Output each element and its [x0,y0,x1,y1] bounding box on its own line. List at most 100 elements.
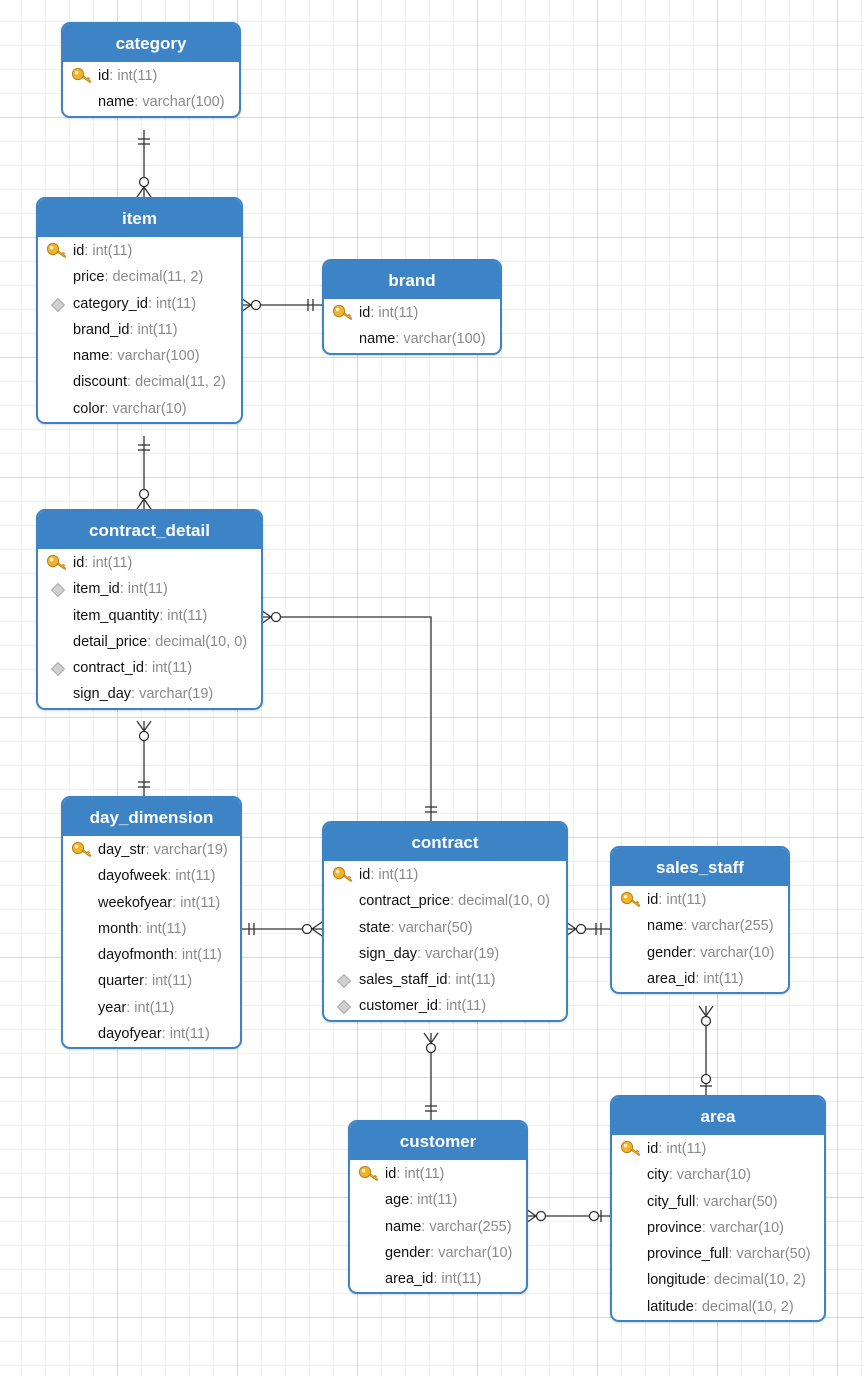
field-row[interactable]: sales_staff_id: int(11) [324,967,566,993]
field-row[interactable]: city_full: varchar(50) [612,1189,824,1215]
field-row[interactable]: month: int(11) [63,916,240,942]
field-row[interactable]: latitude: decimal(10, 2) [612,1294,824,1320]
field-row[interactable]: name: varchar(255) [350,1214,526,1240]
field-row[interactable]: item_quantity: int(11) [38,603,261,629]
field-type: : int(11) [447,972,496,989]
field-name: day_str [98,842,146,858]
field-row[interactable]: detail_price: decimal(10, 0) [38,629,261,655]
field-row[interactable]: category_id: int(11) [38,291,241,317]
field-row[interactable]: age: int(11) [350,1187,526,1213]
field-name: weekofyear [98,894,173,911]
field-name: color [73,400,105,417]
table-header[interactable]: sales_staff [612,848,788,886]
table-area[interactable]: area id: int(11) city: varchar(10) city_… [610,1095,826,1323]
field-row[interactable]: quarter: int(11) [63,968,240,994]
field-name: id [647,892,659,908]
table-header[interactable]: item [38,199,241,237]
field-row[interactable]: name: varchar(100) [324,326,500,352]
field-type: : int(11) [84,243,133,259]
field-row[interactable]: name: varchar(100) [63,89,239,115]
field-type: : int(11) [84,555,133,571]
field-row[interactable]: name: varchar(100) [38,343,241,369]
field-name: state [359,919,391,936]
table-header[interactable]: category [63,24,239,62]
field-type: : int(11) [109,68,158,84]
field-list: id: int(11) price: decimal(11, 2) catego… [38,237,241,422]
field-row[interactable]: contract_price: decimal(10, 0) [324,888,566,914]
field-name: age [385,1192,410,1209]
field-row[interactable]: city: varchar(10) [612,1162,824,1188]
field-list: id: int(11) name: varchar(100) [63,62,239,116]
primary-key-icon [358,1165,380,1183]
table-item[interactable]: item id: int(11) price: decimal(11, 2) c… [36,197,243,425]
field-row[interactable]: id: int(11) [612,1136,824,1162]
primary-key-icon [71,67,93,85]
table-header[interactable]: contract [324,823,566,861]
field-row[interactable]: area_id: int(11) [350,1266,526,1292]
field-row[interactable]: item_id: int(11) [38,576,261,602]
field-name: id [73,555,85,571]
field-row[interactable]: id: int(11) [324,862,566,888]
field-type: : int(11) [173,947,222,964]
field-row[interactable]: sign_day: varchar(19) [324,941,566,967]
field-row[interactable]: weekofyear: int(11) [63,890,240,916]
field-row[interactable]: longitude: decimal(10, 2) [612,1267,824,1293]
primary-key-icon [71,841,93,859]
field-row[interactable]: id: int(11) [63,63,239,89]
primary-key-icon [332,304,354,322]
field-name: area_id [385,1271,434,1288]
field-row[interactable]: price: decimal(11, 2) [38,264,241,290]
field-type: : varchar(19) [131,686,214,703]
field-name: dayofmonth [98,947,174,964]
table-day-dimension[interactable]: day_dimension day_str: varchar(19) dayof… [61,796,242,1050]
field-row[interactable]: year: int(11) [63,995,240,1021]
field-row[interactable]: sign_day: varchar(19) [38,681,261,707]
field-row[interactable]: contract_id: int(11) [38,655,261,681]
table-customer[interactable]: customer id: int(11) age: int(11) name: … [348,1120,528,1295]
field-row[interactable]: dayofmonth: int(11) [63,942,240,968]
table-contract[interactable]: contract id: int(11) contract_price: dec… [322,821,568,1022]
table-header[interactable]: brand [324,261,500,299]
field-type: : int(11) [396,1166,445,1182]
field-row[interactable]: gender: varchar(10) [612,940,788,966]
field-row[interactable]: id: int(11) [612,887,788,913]
field-row[interactable]: brand_id: int(11) [38,317,241,343]
field-type: : int(11) [119,581,168,598]
field-row[interactable]: day_str: varchar(19) [63,837,240,863]
table-contract-detail[interactable]: contract_detail id: int(11) item_id: int… [36,509,263,710]
field-row[interactable]: id: int(11) [350,1161,526,1187]
table-brand[interactable]: brand id: int(11) name: varchar(100) [322,259,502,355]
field-row[interactable]: id: int(11) [38,238,241,264]
field-type: : decimal(10, 0) [450,893,551,910]
field-row[interactable]: id: int(11) [324,300,500,326]
field-row[interactable]: id: int(11) [38,550,261,576]
field-row[interactable]: area_id: int(11) [612,966,788,992]
field-row[interactable]: dayofyear: int(11) [63,1021,240,1047]
relationship-item-contract-detail [136,436,152,510]
field-row[interactable]: name: varchar(255) [612,913,788,939]
field-name: month [98,920,139,937]
field-type: : int(11) [409,1192,458,1209]
field-row[interactable]: province: varchar(10) [612,1215,824,1241]
field-type: : varchar(50) [695,1193,778,1210]
field-row[interactable]: customer_id: int(11) [324,993,566,1019]
table-header[interactable]: area [612,1097,824,1135]
field-row[interactable]: province_full: varchar(50) [612,1241,824,1267]
table-header[interactable]: customer [350,1122,526,1160]
table-category[interactable]: category id: int(11) name: varchar(100) [61,22,241,118]
field-row[interactable]: state: varchar(50) [324,915,566,941]
field-name: province_full [647,1246,729,1263]
field-row[interactable]: gender: varchar(10) [350,1240,526,1266]
field-list: id: int(11) name: varchar(100) [324,299,500,353]
foreign-key-icon [336,974,352,989]
field-row[interactable]: dayofweek: int(11) [63,863,240,889]
field-row[interactable]: color: varchar(10) [38,396,241,422]
field-type: : varchar(19) [417,945,500,962]
field-type: : int(11) [138,920,187,937]
table-sales-staff[interactable]: sales_staff id: int(11) name: varchar(25… [610,846,790,995]
table-header[interactable]: day_dimension [63,798,240,836]
field-row[interactable]: discount: decimal(11, 2) [38,369,241,395]
field-type: : varchar(50) [728,1246,811,1263]
field-type: : int(11) [658,892,707,908]
table-header[interactable]: contract_detail [38,511,261,549]
